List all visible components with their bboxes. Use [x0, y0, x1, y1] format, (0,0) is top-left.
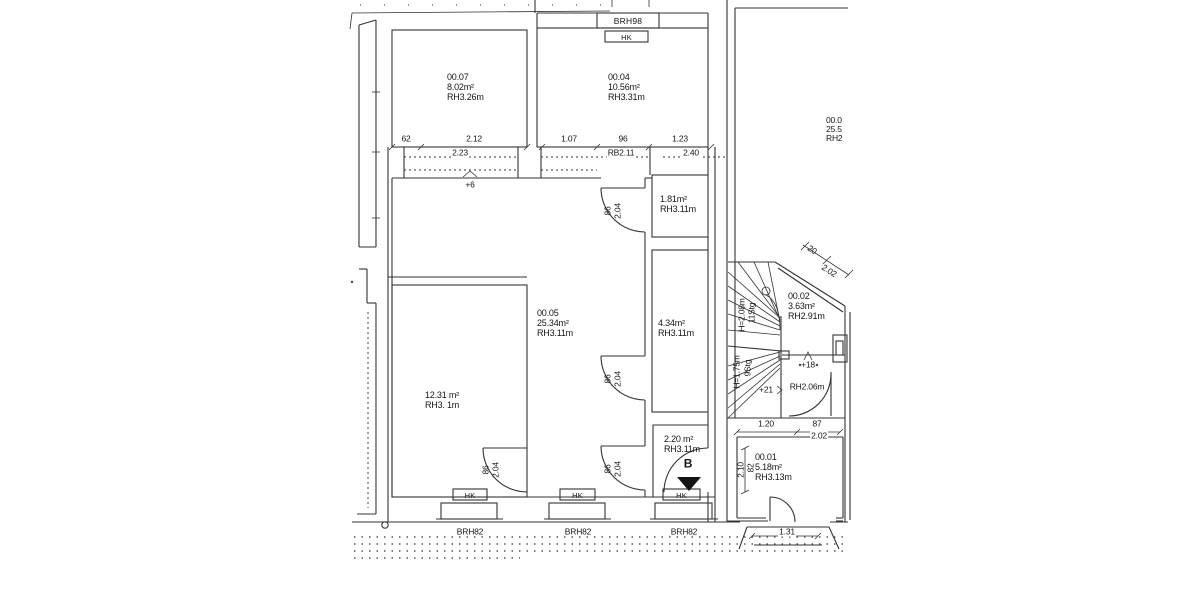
dim-left-total: 2.23	[451, 147, 469, 158]
room-label-434: 4.34m² RH3.11m	[658, 318, 694, 338]
room-label-1231: 12.31 m² RH3. 1m	[425, 390, 459, 410]
room-label-0001: 00.01 5.18m² RH3.13m	[755, 452, 792, 482]
heater-label-hk: HK	[621, 33, 632, 42]
door-dim-height: 2.04	[612, 203, 623, 219]
door-dim-height: 2.04	[490, 462, 501, 478]
room-area: 2.20 m²	[664, 434, 694, 444]
markers	[462, 170, 819, 491]
room-area: 12.31 m²	[425, 390, 459, 400]
level-marker-plus6: +6	[465, 179, 475, 190]
heater-label-hk: HK	[572, 491, 583, 500]
room-area: 3.63m²	[788, 301, 815, 311]
room-height: RH3.26m	[447, 92, 484, 102]
dimension-ticks	[388, 143, 854, 495]
door-dim-height: 2.04	[612, 461, 623, 477]
room-id: 00.05	[537, 308, 559, 318]
stair-upper-steps: 11Stg	[746, 302, 757, 324]
dim-entry-width: 1.31	[778, 526, 796, 537]
doors	[482, 187, 832, 523]
room-area: 4.34m²	[658, 318, 685, 328]
stair-upper-height: H=2.08m	[736, 298, 747, 332]
room-height: RH2.91m	[788, 311, 825, 321]
dim-r01-total: 2.02	[810, 430, 828, 441]
door-dim-width: 86	[480, 465, 491, 475]
dim-right-s2: 96	[618, 133, 628, 144]
dim-r01-s2: 87	[812, 418, 822, 429]
window-label-brh82: BRH82	[456, 526, 484, 537]
dim-r01-s1: 1.20	[758, 418, 774, 429]
door-dim-width: 86	[602, 374, 613, 384]
windows	[436, 12, 848, 520]
door-dim-width: 86	[602, 206, 613, 216]
room-area: 8.02m²	[447, 82, 474, 92]
stair-lower-steps: 9Stg	[742, 359, 753, 377]
room-label-0005: 00.05 25.34m² RH3.11m	[537, 308, 573, 338]
plus6-caret-icon	[462, 170, 478, 178]
room-height: RH3.11m	[537, 328, 573, 338]
headroom-label: RH2.06m	[788, 381, 826, 392]
dim-left-s2: 2.12	[466, 133, 482, 144]
heater-label-hk: HK	[676, 491, 687, 500]
room-id: 00.0	[826, 115, 842, 125]
room-height: RH3.13m	[755, 472, 792, 482]
dim-r01-v-b: 82	[745, 463, 756, 473]
dim-right-s1: 1.07	[561, 133, 577, 144]
room-id: 00.04	[608, 72, 630, 82]
dim-right-s3-total: 2.40	[682, 147, 700, 158]
room-area: 1.81m²	[660, 194, 687, 204]
room-height: RH3.31m	[608, 92, 645, 102]
room-height: RH2	[826, 133, 843, 143]
room-area: 5.18m²	[755, 462, 782, 472]
stair-lower-height: H=1.75m	[731, 355, 742, 389]
window-label-brh82: BRH82	[670, 526, 698, 537]
room-height: RH3.11m	[660, 204, 696, 214]
window-label-brh82: BRH82	[564, 526, 592, 537]
section-marker-label: B	[683, 456, 693, 471]
neighbour-outline	[349, 4, 611, 515]
room-label-0007: 00.07 8.02m² RH3.26m	[447, 72, 484, 102]
section-arrow-icon	[677, 477, 701, 491]
room-area: 25.5	[826, 124, 842, 134]
door-dim-height: 2.04	[612, 371, 623, 387]
window-label-top: BRH98	[613, 16, 643, 26]
room-label-0004: 00.04 10.56m² RH3.31m	[608, 72, 645, 102]
dim-right-s2-total: RB2.11	[606, 147, 636, 158]
dim-r01-v-a: 2.10	[735, 462, 746, 478]
level-marker-plus18: +18	[801, 359, 815, 370]
room-id: 00.02	[788, 291, 810, 301]
stairs	[727, 261, 790, 419]
heater-label-hk: HK	[464, 491, 476, 500]
room-id: 00.01	[755, 452, 777, 462]
dim-left-s1: 62	[401, 133, 411, 144]
room-area: 25.34m²	[537, 318, 569, 328]
room-area: 10.56m²	[608, 82, 640, 92]
room-label-clipped: 00.0 25.5 RH2	[826, 115, 843, 143]
room-height: RH3. 1m	[425, 400, 460, 410]
room-height: RH3.11m	[658, 328, 694, 338]
room-height: RH3.11m	[664, 444, 700, 454]
door-dim-width: 86	[602, 464, 613, 474]
room-label-0002: 00.02 3.63m² RH2.91m	[788, 291, 825, 321]
dim-right-s3: 1.23	[672, 133, 688, 144]
terrain-hatch	[352, 521, 848, 559]
level-marker-plus21: +21	[759, 384, 773, 395]
room-id: 00.07	[447, 72, 469, 82]
plus21-caret-icon	[776, 385, 783, 395]
plus18-arrow-icon	[803, 351, 813, 361]
room-label-181: 1.81m² RH3.11m	[660, 194, 696, 214]
room-label-220: 2.20 m² RH3.11m	[664, 434, 700, 454]
